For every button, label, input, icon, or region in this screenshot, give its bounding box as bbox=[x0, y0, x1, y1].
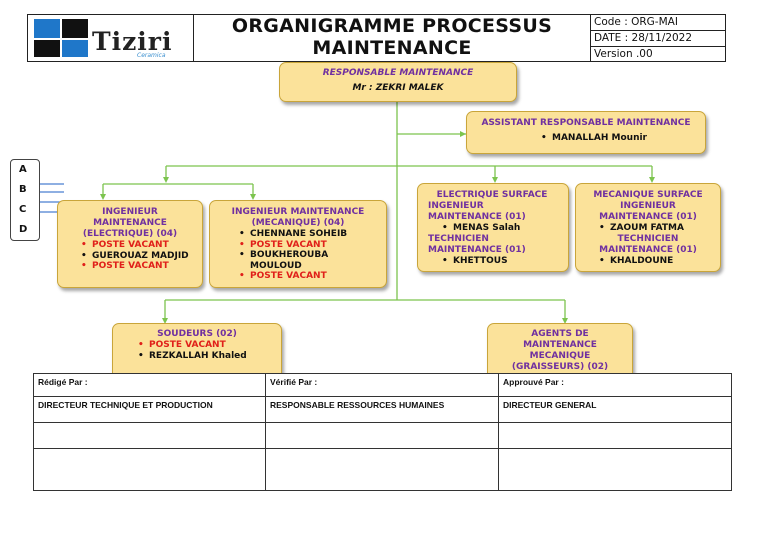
page-title: ORGANIGRAMME PROCESSUS MAINTENANCE bbox=[194, 15, 591, 61]
meca-surface-sub2: TECHNICIEN MAINTENANCE (01) bbox=[599, 233, 697, 255]
box-responsable: RESPONSABLE MAINTENANCE Mr : ZEKRI MALEK bbox=[279, 62, 517, 102]
box-ing-electrique: INGENIEUR MAINTENANCE (ELECTRIQUE) (04) … bbox=[57, 200, 203, 288]
list-item: POSTE VACANT bbox=[239, 271, 380, 282]
list-item: MANALLAH Mounir bbox=[541, 133, 705, 144]
redige-role: DIRECTEUR TECHNIQUE ET PRODUCTION bbox=[33, 396, 266, 423]
table-cell bbox=[265, 422, 499, 449]
document-meta: Code : ORG-MAI DATE : 28/11/2022 Version… bbox=[591, 15, 725, 61]
document-header: Tiziri Ceramica ORGANIGRAMME PROCESSUS M… bbox=[27, 14, 726, 62]
elec-surface-members-1: MENAS Salah bbox=[428, 223, 564, 234]
list-item: BOUKHEROUBA MOULOUD bbox=[239, 250, 380, 271]
meca-surface-members-1: ZAOUM FATMA bbox=[582, 223, 714, 234]
box-soudeurs: SOUDEURS (02) POSTE VACANT REZKALLAH Kha… bbox=[112, 323, 282, 381]
soudeurs-title: SOUDEURS (02) bbox=[157, 329, 237, 339]
signature-cell bbox=[33, 448, 266, 491]
signature-cell bbox=[265, 448, 499, 491]
meca-surface-title: MECANIQUE SURFACE bbox=[593, 190, 703, 200]
list-item: KHETTOUS bbox=[442, 256, 564, 267]
list-item: MENAS Salah bbox=[442, 223, 564, 234]
elec-surface-members-2: KHETTOUS bbox=[428, 256, 564, 267]
list-item: KHALDOUNE bbox=[599, 256, 714, 267]
letter-c: C bbox=[19, 204, 27, 215]
box-assistant: ASSISTANT RESPONSABLE MAINTENANCE MANALL… bbox=[466, 111, 706, 154]
table-cell bbox=[33, 422, 266, 449]
ing-meca-members: CHENNANE SOHEIB POSTE VACANT BOUKHEROUBA… bbox=[216, 229, 380, 282]
responsable-name: Mr : ZEKRI MALEK bbox=[352, 83, 444, 93]
letter-b: B bbox=[19, 184, 27, 195]
box-mecanique-surface: MECANIQUE SURFACE INGENIEUR MAINTENANCE … bbox=[575, 183, 721, 272]
meca-surface-sub1: INGENIEUR MAINTENANCE (01) bbox=[599, 201, 697, 222]
letter-d: D bbox=[19, 224, 28, 235]
box-agents-maintenance: AGENTS DE MAINTENANCE MECANIQUE (GRAISSE… bbox=[487, 323, 633, 381]
letter-legend: A B C D bbox=[10, 159, 40, 241]
verifie-role: RESPONSABLE RESSOURCES HUMAINES bbox=[265, 396, 499, 423]
approuve-label: Approuvé Par : bbox=[498, 373, 732, 397]
table-row: DIRECTEUR TECHNIQUE ET PRODUCTION RESPON… bbox=[33, 396, 732, 423]
table-row bbox=[33, 422, 732, 449]
logo-text: Tiziri bbox=[92, 27, 173, 56]
verifie-label: Vérifié Par : bbox=[265, 373, 499, 397]
list-item: GUEROUAZ MADJID bbox=[81, 251, 196, 262]
logo-square-icon bbox=[34, 19, 60, 38]
logo-subtext: Ceramica bbox=[137, 52, 166, 59]
doc-version: Version .00 bbox=[594, 48, 653, 60]
signature-table: Rédigé Par : Vérifié Par : Approuvé Par … bbox=[33, 373, 732, 491]
list-item: POSTE VACANT bbox=[138, 340, 275, 351]
doc-code: Code : ORG-MAI bbox=[591, 15, 725, 31]
elec-surface-sub1: INGENIEUR MAINTENANCE (01) bbox=[428, 201, 526, 222]
table-cell bbox=[498, 422, 732, 449]
assistant-title: ASSISTANT RESPONSABLE MAINTENANCE bbox=[481, 118, 691, 128]
logo: Tiziri Ceramica bbox=[28, 15, 194, 61]
assistant-members: MANALLAH Mounir bbox=[467, 133, 705, 144]
approuve-role: DIRECTEUR GENERAL bbox=[498, 396, 732, 423]
letter-a: A bbox=[19, 164, 27, 175]
list-item: REZKALLAH Khaled bbox=[138, 351, 275, 362]
logo-square-icon bbox=[34, 40, 60, 57]
box-ing-mecanique: INGENIEUR MAINTENANCE (MECANIQUE) (04) C… bbox=[209, 200, 387, 288]
agents-title: AGENTS DE MAINTENANCE MECANIQUE (GRAISSE… bbox=[511, 329, 609, 372]
elec-surface-title: ELECTRIQUE SURFACE bbox=[436, 190, 548, 200]
responsable-title: RESPONSABLE MAINTENANCE bbox=[322, 68, 474, 78]
doc-date: DATE : 28/11/2022 bbox=[591, 31, 725, 47]
list-item: POSTE VACANT bbox=[81, 240, 196, 251]
meca-surface-members-2: KHALDOUNE bbox=[582, 256, 714, 267]
title-line-2: MAINTENANCE bbox=[312, 37, 472, 59]
list-item: POSTE VACANT bbox=[81, 261, 196, 272]
list-item: POSTE VACANT bbox=[239, 240, 380, 251]
soudeurs-members: POSTE VACANT REZKALLAH Khaled bbox=[119, 340, 275, 361]
logo-square-icon bbox=[62, 19, 88, 38]
list-item: ZAOUM FATMA bbox=[599, 223, 714, 234]
ing-elec-members: POSTE VACANT GUEROUAZ MADJID POSTE VACAN… bbox=[64, 240, 196, 272]
logo-square-icon bbox=[62, 40, 88, 57]
title-line-1: ORGANIGRAMME PROCESSUS bbox=[231, 15, 553, 37]
signature-cell bbox=[498, 448, 732, 491]
list-item: CHENNANE SOHEIB bbox=[239, 229, 380, 240]
ing-elec-title: INGENIEUR MAINTENANCE (ELECTRIQUE) (04) bbox=[82, 207, 178, 239]
ing-meca-title: INGENIEUR MAINTENANCE (MECANIQUE) (04) bbox=[231, 207, 365, 228]
elec-surface-sub2: TECHNICIEN MAINTENANCE (01) bbox=[428, 233, 526, 255]
box-electrique-surface: ELECTRIQUE SURFACE INGENIEUR MAINTENANCE… bbox=[417, 183, 569, 272]
table-row: Rédigé Par : Vérifié Par : Approuvé Par … bbox=[33, 373, 732, 397]
redige-label: Rédigé Par : bbox=[33, 373, 266, 397]
table-row bbox=[33, 448, 732, 491]
